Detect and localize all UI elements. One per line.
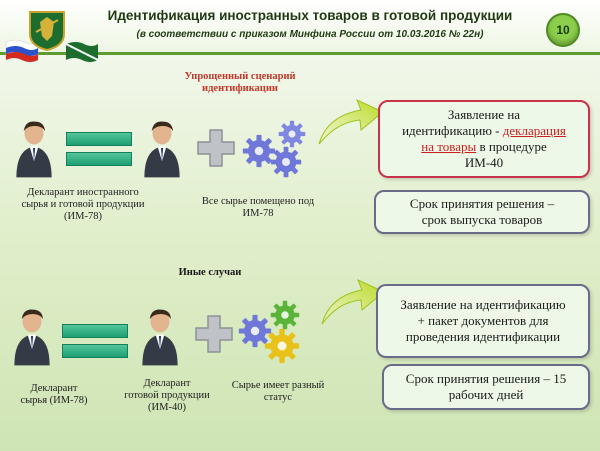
flag-icon (65, 42, 99, 62)
equals-icon (66, 132, 132, 146)
decision-term-box: Срок принятия решения – 15 рабочих дней (382, 364, 590, 410)
header-bar (0, 0, 600, 52)
box-line: Заявление на идентификацию (400, 297, 566, 312)
gears-label: Все сырье помещено под ИМ-78 (184, 196, 332, 220)
label-line: ИМ-78 (242, 208, 274, 219)
label-line: статус (263, 392, 293, 403)
gears-label: Сырье имеет разный статус (228, 380, 328, 404)
header-divider (0, 52, 600, 55)
product-declarant-label: Декларант готовой продукции (ИМ-40) (112, 378, 222, 414)
box-line: + пакет документов для (417, 313, 549, 328)
declaration-term: декларация (502, 123, 566, 138)
page-subtitle: (в соответствии с приказом Минфина Росси… (136, 29, 484, 40)
raw-declarant-label: Декларант сырья (ИМ-78) (4, 383, 104, 407)
label-line: Декларант иностранного (27, 187, 139, 198)
page-title: Идентификация иностранных товаров в гото… (107, 8, 513, 23)
person-icon (140, 118, 184, 178)
label-line: Все сырье помещено под (201, 196, 315, 207)
emblem-icon (29, 11, 65, 52)
label-line: сырья (ИМ-78) (20, 395, 88, 406)
flag-icon (5, 39, 39, 63)
application-box: Заявление на идентификацию - декларация … (378, 100, 590, 178)
box-line: проведения идентификации (405, 329, 561, 344)
box-line: срок выпуска товаров (421, 212, 543, 227)
declaration-term: на товары (421, 139, 477, 154)
label-line: (ИМ-40) (148, 402, 186, 413)
box-text: в процедуре (476, 139, 547, 154)
label-line: Сырье имеет разный (231, 380, 325, 391)
gear-icon (264, 328, 300, 364)
gears-icon (236, 300, 316, 370)
box-line: Срок принятия решения – 15 (405, 371, 567, 386)
label-line: Декларант (143, 378, 191, 389)
gears-icon (238, 120, 318, 180)
label-line: готовой продукции (124, 390, 210, 401)
label-line: сырья и готовой продукции (21, 199, 145, 210)
gear-icon (270, 146, 302, 178)
application-box: Заявление на идентификацию + пакет докум… (376, 284, 590, 358)
box-line: Заявление на (447, 107, 521, 122)
plus-icon (197, 129, 235, 167)
arrow-icon (318, 99, 384, 145)
box-line: на товары в процедуре (402, 139, 566, 155)
declarant-label: Декларант иностранного сырья и готовой п… (8, 187, 158, 223)
person-icon (10, 306, 54, 366)
box-line: ИМ-40 (464, 155, 504, 170)
person-icon (138, 306, 182, 366)
box-line: идентификацию - декларация (402, 123, 566, 139)
gear-icon (278, 120, 306, 148)
equals-bar (66, 152, 132, 166)
label-line: Декларант (30, 383, 78, 394)
label-line: (ИМ-78) (64, 211, 102, 222)
person-icon (12, 118, 56, 178)
scenario-heading: Упрощенный сценарий идентификации (150, 71, 330, 95)
box-line: Срок принятия решения – (409, 196, 555, 211)
page-number-badge: 10 (546, 13, 580, 47)
decision-term-box: Срок принятия решения – срок выпуска тов… (374, 190, 590, 234)
box-text: идентификацию - (402, 123, 503, 138)
gear-icon (270, 300, 300, 330)
equals-bar (62, 344, 128, 358)
equals-icon (62, 324, 128, 338)
other-cases-heading: Иные случаи (178, 267, 242, 278)
box-line: рабочих дней (448, 387, 524, 402)
heading-line: идентификации (202, 83, 278, 94)
plus-icon (195, 315, 233, 353)
heading-line: Упрощенный сценарий (184, 71, 296, 82)
